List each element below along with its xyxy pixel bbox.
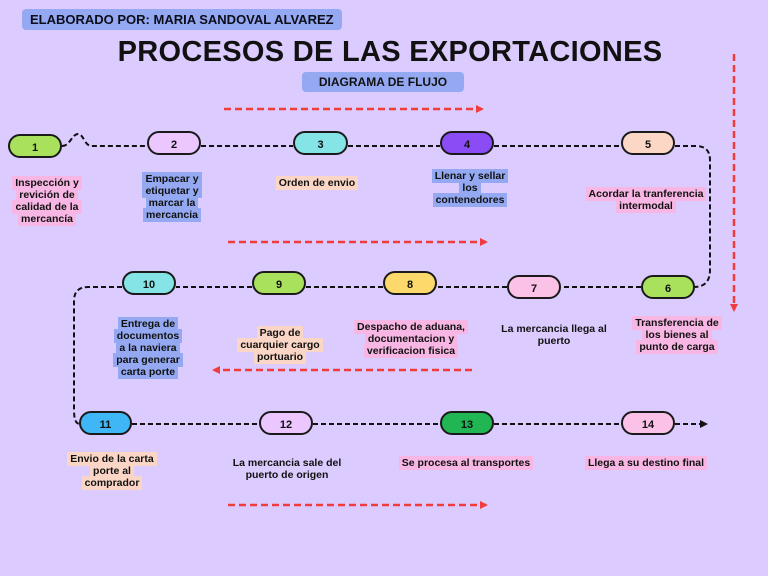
step-14-label: Llega a su destino final [573,456,719,470]
step-4-label-line: Llenar y sellar [431,169,509,183]
step-12-label-line: puerto de origen [245,469,329,481]
step-9-label-line: cuarquier cargo [237,338,323,352]
connector-10-11 [73,286,122,425]
step-8-label-line: documentacion y [364,332,458,346]
step-1-label-line: calidad de la [12,200,82,214]
step-12-node: 12 [259,411,313,435]
step-2-label-line: etiquetar y [142,184,202,198]
step-11-label-line: Envio de la carta [67,452,157,466]
step-11-label-line: porte al [90,464,134,478]
step-1-label-line: mercancía [18,212,76,226]
diagram-subtitle: DIAGRAMA DE FLUJO [302,72,464,92]
step-3-node: 3 [293,131,348,155]
step-11-label-line: comprador [81,476,143,490]
step-5-node: 5 [621,131,675,155]
step-10-label-line: para generar [113,353,183,367]
step-7-label-line: puerto [537,335,571,347]
step-2-node: 2 [147,131,201,155]
step-9-node: 9 [252,271,306,295]
step-6-node: 6 [641,275,695,299]
step-9-label-line: Pago de [256,326,304,340]
connector-1-2 [61,132,147,147]
step-1-label-line: revición de [16,188,78,202]
step-4-label-line: contenedores [432,193,508,207]
step-1-node: 1 [8,134,62,158]
connector-5-6 [675,145,711,288]
step-11-node: 11 [79,411,132,435]
step-10-node: 10 [122,271,176,295]
step-6-label-line: punto de carga [636,340,718,354]
step-13-label-line: Se procesa al transportes [398,456,534,470]
step-12-label-line: La mercancia sale del [232,457,342,469]
step-10-label-line: documentos [113,329,183,343]
step-2-label-line: marcar la [145,196,199,210]
step-4-node: 4 [440,131,494,155]
step-3-label: Orden de envio [262,176,372,190]
step-5-label-line: intermodal [616,199,676,213]
step-8-node: 8 [383,271,437,295]
step-6-label-line: los bienes al [642,328,712,342]
step-7-node: 7 [507,275,561,299]
step-14-label-line: Llega a su destino final [584,456,708,470]
diagram-title: PROCESOS DE LAS EXPORTACIONES [117,36,663,68]
step-8-label-line: verificacion fisica [363,344,459,358]
author-credit: ELABORADO POR: MARIA SANDOVAL ALVAREZ [22,9,342,30]
step-6-label-line: Transferencia de [632,316,722,330]
step-13-node: 13 [440,411,494,435]
step-14-node: 14 [621,411,675,435]
step-5-label-line: Acordar la tranferencia [585,187,707,201]
step-8-label-line: Despacho de aduana, [354,320,468,334]
step-1-label-line: Inspección y [12,176,82,190]
step-10-label-line: carta porte [117,365,179,379]
step-9-label-line: portuario [253,350,307,364]
step-2-label-line: mercancia [143,208,201,222]
step-3-label-line: Orden de envio [275,176,359,190]
step-10-label-line: Entrega de [117,317,179,331]
step-7-label-line: La mercancia llega al [501,323,607,335]
step-13-label: Se procesa al transportes [388,456,544,470]
step-4-label-line: los [459,181,481,195]
step-10-label-line: a la naviera [116,341,180,355]
step-2-label-line: Empacar y [142,172,202,186]
